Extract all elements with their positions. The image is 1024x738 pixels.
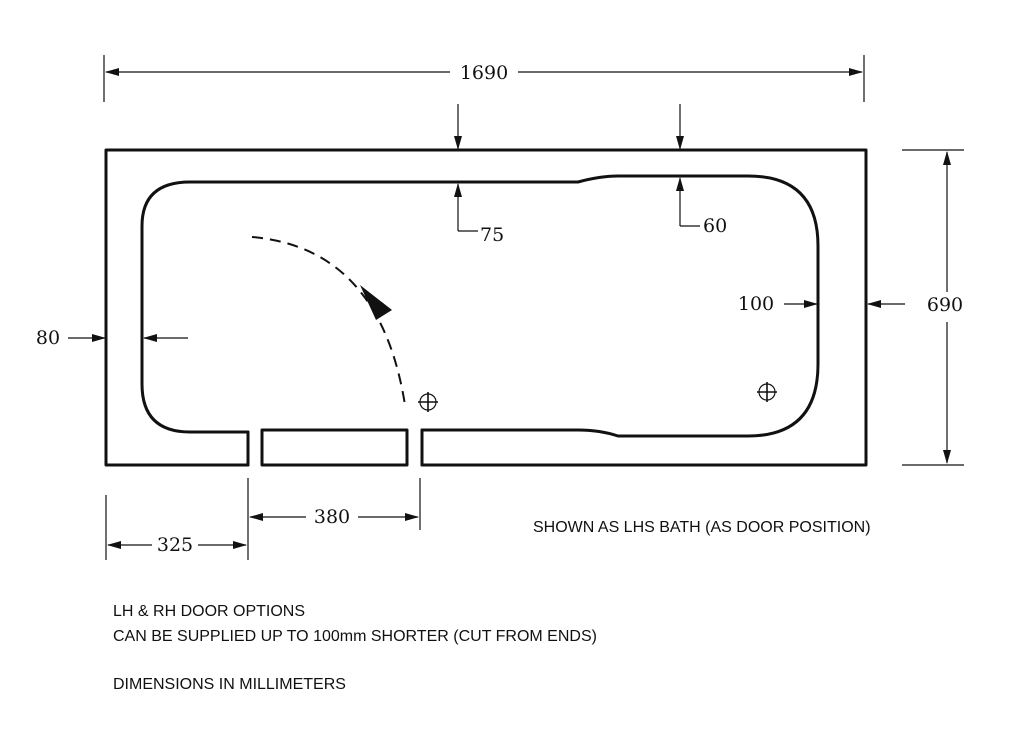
note-units: DIMENSIONS IN MILLIMETERS <box>113 676 346 693</box>
dim-690: 690 <box>927 294 963 316</box>
dimension-rim-75: 75 <box>454 104 504 246</box>
dim-75: 75 <box>480 224 504 246</box>
dimension-rim-100: 100 <box>738 293 905 315</box>
dimension-overall-length: 1690 <box>103 55 865 102</box>
note-shorter: CAN BE SUPPLIED UP TO 100mm SHORTER (CUT… <box>113 628 597 645</box>
dim-1690: 1690 <box>460 62 508 84</box>
dim-325: 325 <box>157 534 193 556</box>
dim-60: 60 <box>703 215 727 237</box>
door-panel <box>246 428 424 467</box>
dim-100: 100 <box>738 293 774 315</box>
dimension-rim-60: 60 <box>676 104 727 237</box>
dimension-door-width-380: 380 <box>249 478 421 530</box>
plughole-icon <box>418 392 438 412</box>
dimension-door-offset-325: 325 <box>105 478 249 560</box>
note-shown-as: SHOWN AS LHS BATH (AS DOOR POSITION) <box>533 519 871 536</box>
dimension-overall-width: 690 <box>902 149 964 466</box>
door-swing-arrow-icon <box>251 236 406 406</box>
note-door-options: LH & RH DOOR OPTIONS <box>113 603 305 620</box>
dim-380: 380 <box>314 506 350 528</box>
bath-inner-basin <box>140 174 820 438</box>
bath-outer-outline <box>104 148 868 467</box>
overflow-icon <box>757 382 777 402</box>
dim-80: 80 <box>36 327 60 349</box>
dimension-rim-80: 80 <box>36 327 188 349</box>
